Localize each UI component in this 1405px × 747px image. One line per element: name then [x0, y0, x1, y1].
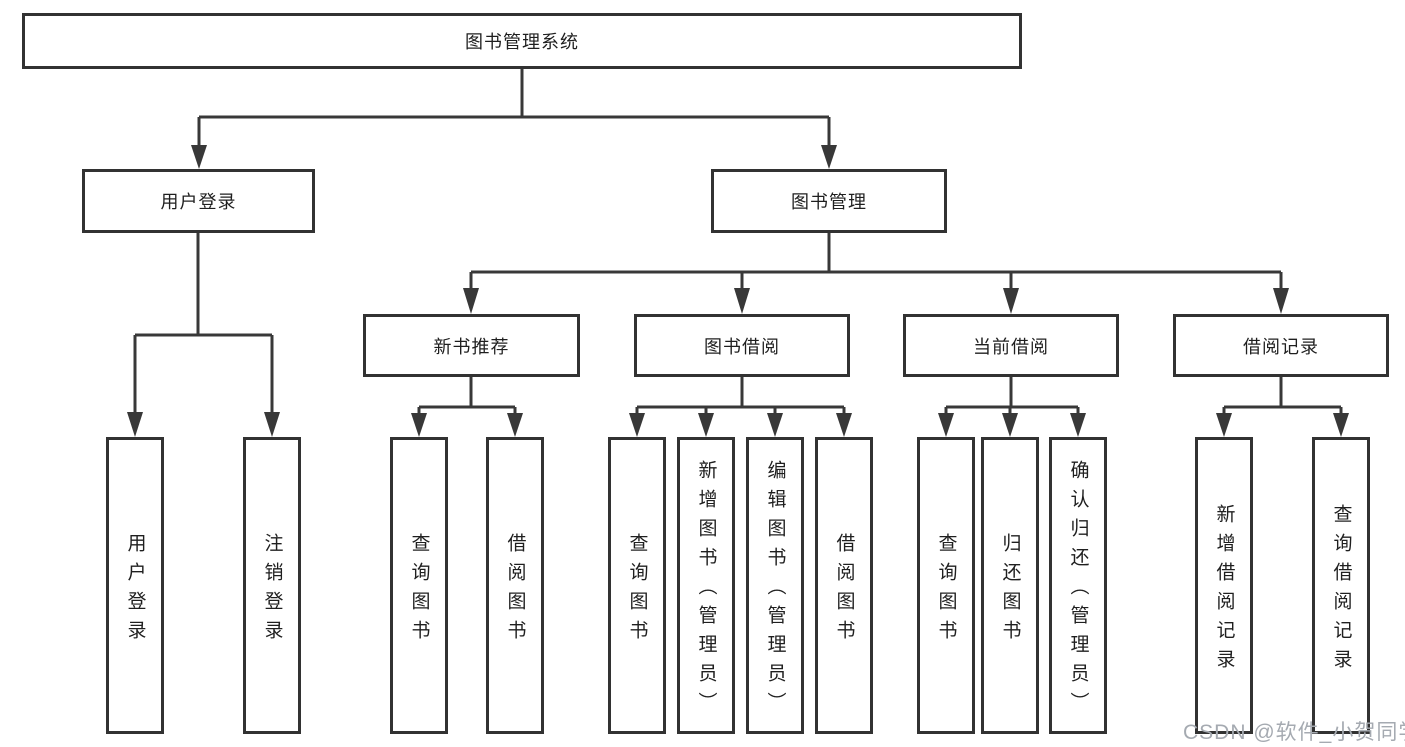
leaf-query-books-current: 查询图书 — [917, 437, 975, 734]
node-label: 借阅记录 — [1243, 336, 1319, 357]
node-user-login: 用户登录 — [82, 169, 315, 233]
leaf-logout: 注销登录 — [243, 437, 301, 734]
leaf-add-borrow-record: 新增借阅记录 — [1195, 437, 1253, 734]
leaf-query-books-recommend: 查询图书 — [390, 437, 448, 734]
node-new-book-recommend: 新书推荐 — [363, 314, 580, 377]
leaf-confirm-return-admin: 确认归还（管理员） — [1049, 437, 1107, 734]
leaf-edit-book-admin: 编辑图书（管理员） — [746, 437, 804, 734]
watermark: CSDN @软件_小贺同学 — [1183, 721, 1405, 744]
leaf-label: 查询借阅记录 — [1330, 503, 1352, 678]
leaf-label: 查询图书 — [408, 532, 430, 649]
leaf-label: 用户登录 — [124, 532, 146, 649]
leaf-label: 借阅图书 — [504, 532, 526, 649]
leaf-label: 确认归还（管理员） — [1067, 460, 1089, 721]
leaf-query-borrow-record: 查询借阅记录 — [1312, 437, 1370, 734]
leaf-label: 借阅图书 — [833, 532, 855, 649]
leaf-add-book-admin: 新增图书（管理员） — [677, 437, 735, 734]
node-label: 图书管理系统 — [465, 32, 579, 52]
node-label: 图书借阅 — [704, 336, 780, 357]
node-root: 图书管理系统 — [22, 13, 1022, 69]
leaf-label: 新增借阅记录 — [1213, 503, 1235, 678]
leaf-label: 编辑图书（管理员） — [764, 460, 786, 721]
leaf-borrow-books-recommend: 借阅图书 — [486, 437, 544, 734]
leaf-label: 归还图书 — [999, 532, 1021, 649]
leaf-label: 新增图书（管理员） — [695, 460, 717, 721]
node-label: 当前借阅 — [973, 336, 1049, 357]
leaf-query-books-borrow: 查询图书 — [608, 437, 666, 734]
node-book-management: 图书管理 — [711, 169, 947, 233]
leaf-user-login: 用户登录 — [106, 437, 164, 734]
node-borrow-records: 借阅记录 — [1173, 314, 1389, 377]
leaf-return-book: 归还图书 — [981, 437, 1039, 734]
leaf-label: 注销登录 — [261, 532, 283, 649]
node-label: 用户登录 — [160, 192, 237, 212]
node-current-borrow: 当前借阅 — [903, 314, 1119, 377]
leaf-label: 查询图书 — [935, 532, 957, 649]
leaf-label: 查询图书 — [626, 532, 648, 649]
leaf-borrow-books: 借阅图书 — [815, 437, 873, 734]
node-label: 图书管理 — [791, 192, 867, 212]
node-book-borrow: 图书借阅 — [634, 314, 850, 377]
node-label: 新书推荐 — [433, 336, 510, 357]
